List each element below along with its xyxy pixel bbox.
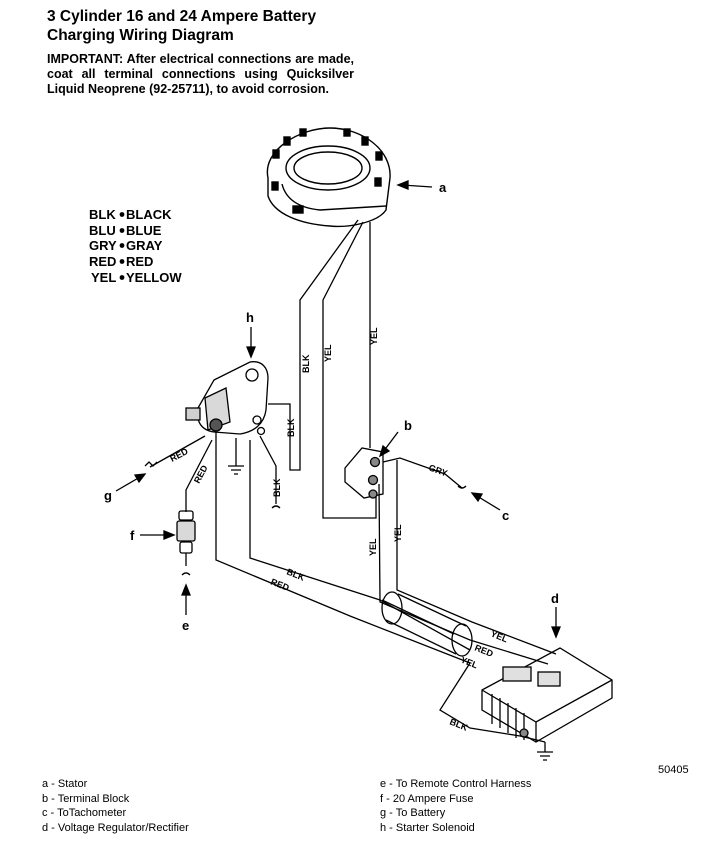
- diagram-title: 3 Cylinder 16 and 24 Ampere Battery Char…: [47, 7, 316, 45]
- wire-label-yel-reg-2: YEL: [459, 655, 479, 671]
- wire-breaks: [144, 461, 467, 576]
- title-line-2: Charging Wiring Diagram: [47, 27, 234, 44]
- callout-arrows: [115, 180, 561, 639]
- color-name-yellow: YELLOW: [126, 270, 182, 285]
- callout-a: a: [439, 180, 447, 195]
- color-key-bullets: [119, 212, 125, 280]
- color-name-gray: GRAY: [126, 238, 163, 253]
- legend-item-g: g - To Battery: [380, 807, 446, 819]
- color-key: BLK BLACK BLU BLUE GRY GRAY RED RED YEL …: [89, 207, 182, 285]
- callout-e: e: [182, 618, 189, 633]
- wire-label-gry: GRY: [427, 462, 448, 478]
- color-name-black: BLACK: [126, 207, 172, 222]
- wire-label-red-battery: RED: [168, 446, 190, 464]
- fuse: [176, 510, 196, 566]
- wire-label-red-reg: RED: [473, 643, 495, 660]
- important-text: After electrical connections are made, c…: [47, 52, 354, 96]
- color-name-red: RED: [126, 254, 153, 269]
- color-code-red: RED: [89, 254, 116, 269]
- color-code-blu: BLU: [89, 223, 116, 238]
- title-line-1: 3 Cylinder 16 and 24 Ampere Battery: [47, 8, 317, 25]
- legend-item-f: f - 20 Ampere Fuse: [380, 792, 474, 805]
- color-name-blue: BLUE: [126, 223, 162, 238]
- legend-item-d: d - Voltage Regulator/Rectifier: [42, 821, 189, 834]
- ground-symbols: [228, 465, 553, 761]
- important-label: IMPORTANT:: [47, 52, 124, 66]
- color-code-yel: YEL: [91, 270, 116, 285]
- legend-left: a - Stator b - Terminal Block c - ToTach…: [42, 777, 189, 835]
- important-note: IMPORTANT: After electrical connections …: [47, 52, 354, 97]
- wires: [149, 219, 557, 752]
- legend-right: e - To Remote Control Harness f - 20 Amp…: [380, 777, 531, 835]
- legend-item-h: h - Starter Solenoid: [380, 821, 475, 834]
- callout-f: f: [130, 528, 135, 543]
- legend-item-c: c - ToTachometer: [42, 807, 127, 819]
- color-code-gry: GRY: [89, 238, 117, 253]
- wire-label-blk-lower: BLK: [272, 478, 282, 497]
- wire-label-yel-stator-2: YEL: [369, 327, 379, 345]
- callout-d: d: [551, 591, 559, 606]
- callout-letters: a b c d e f g h: [104, 180, 559, 633]
- wire-label-red-fuse: RED: [192, 463, 210, 485]
- wire-label-blk-ground: BLK: [448, 717, 469, 733]
- wire-label-yel-stator: YEL: [323, 344, 333, 362]
- wire-label-yel-block: YEL: [368, 538, 378, 556]
- callout-c: c: [502, 508, 509, 523]
- color-code-blk: BLK: [89, 207, 116, 222]
- callout-b: b: [404, 418, 412, 433]
- wire-label-blk-stator: BLK: [301, 354, 311, 373]
- wire-label-blk-bundle: BLK: [285, 567, 306, 583]
- wire-label-red-bundle: RED: [269, 577, 291, 594]
- legend-item-a: a - Stator: [42, 778, 88, 790]
- stator: [266, 127, 391, 228]
- wire-label-blk-solenoid: BLK: [286, 418, 296, 437]
- starter-solenoid: [185, 361, 269, 436]
- legend-item-b: b - Terminal Block: [42, 792, 130, 805]
- wire-label-yel-reg: YEL: [489, 629, 509, 645]
- callout-h: h: [246, 310, 254, 325]
- terminal-block: [344, 447, 384, 499]
- callout-g: g: [104, 488, 112, 503]
- wire-label-yel-block-2: YEL: [393, 524, 403, 542]
- legend-item-e: e - To Remote Control Harness: [380, 778, 532, 790]
- figure-number: 50405: [658, 764, 689, 776]
- voltage-regulator-rectifier: [481, 647, 613, 743]
